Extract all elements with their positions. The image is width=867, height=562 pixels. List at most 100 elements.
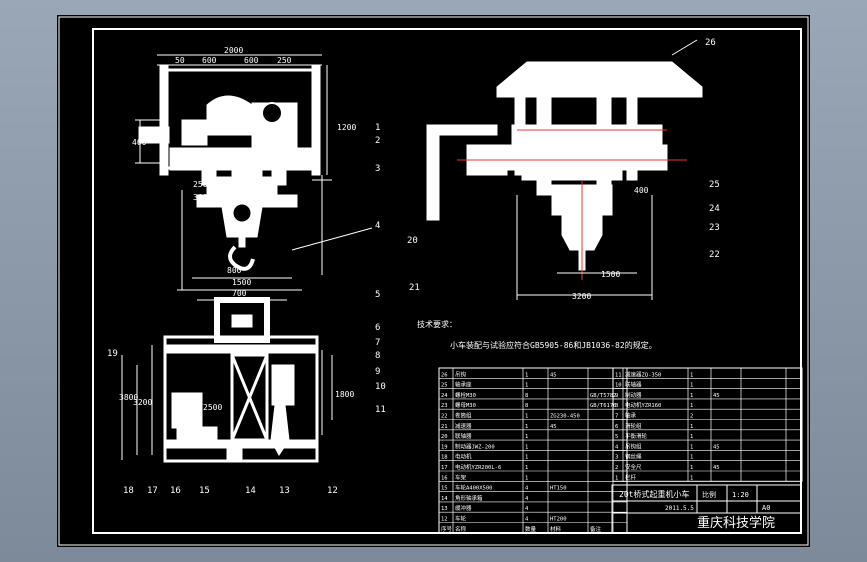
bom-left-cell: 45 xyxy=(550,372,557,378)
bom-right-cell: 滑轮组 xyxy=(625,422,642,430)
bom-left-cell: 电动机YZR200L-6 xyxy=(455,463,501,471)
bom-right-frame xyxy=(612,367,803,482)
dim-side-1800: 1800 xyxy=(335,390,354,399)
dim-right-1500: 1500 xyxy=(601,270,620,279)
cad-drawing: 1 2 3 4 5 6 7 8 9 10 11 12 13 14 15 16 1… xyxy=(58,16,809,546)
bom-left-cell: 14 xyxy=(441,496,448,502)
callout-13: 13 xyxy=(279,486,290,496)
bom-left-cell: 20 xyxy=(441,434,448,440)
bom-left-cell: GB/T5782 xyxy=(590,393,617,399)
bom-right-cell: 栏杆 xyxy=(625,473,637,481)
callout-12: 12 xyxy=(327,486,338,496)
bom-right-cell: 10 xyxy=(615,383,622,389)
callout-22: 22 xyxy=(709,250,720,260)
bom-left-cell: 制动器JWZ-200 xyxy=(455,442,495,450)
bom-left-cell: 备注 xyxy=(590,525,602,533)
bom-right-cell: 4 xyxy=(615,444,619,450)
bom-left-cell: 17 xyxy=(441,465,448,471)
bom-left-cell: 13 xyxy=(441,506,448,512)
bom-left-cell: 12 xyxy=(441,517,448,523)
dim-side-700: 700 xyxy=(232,289,247,298)
bom-right-cell: 1 xyxy=(690,372,693,378)
bom-left-cell: 1 xyxy=(525,455,528,461)
bom-right-cell: 减速器ZQ-350 xyxy=(625,370,661,378)
dim-right-500: 500 xyxy=(539,171,554,180)
callouts: 1 2 3 4 5 6 7 8 9 10 11 12 13 14 15 16 1… xyxy=(107,38,720,496)
bom-right-cell: 7 xyxy=(615,414,618,420)
bom-right-cell: 联轴器 xyxy=(625,381,642,389)
bom-right-cell: 1 xyxy=(690,444,693,450)
callout-17: 17 xyxy=(147,486,158,496)
bom-right-cell: 3 xyxy=(615,455,618,461)
bom-left-cell: 18 xyxy=(441,455,448,461)
dim-side-3200: 3200 xyxy=(133,398,152,407)
bom-right-cell: 2 xyxy=(690,414,693,420)
dim-top-600b: 600 xyxy=(244,56,259,65)
bom-left-cell: 4 xyxy=(525,506,529,512)
bom-left-cell: 轴承座 xyxy=(455,381,472,389)
bom-right-cell: 轴承 xyxy=(625,412,637,420)
bom-right-cell: 1 xyxy=(690,393,693,399)
bom-left-cell: 16 xyxy=(441,475,448,481)
bom-left-cell: 4 xyxy=(525,517,529,523)
bom-right-cell: 45 xyxy=(713,444,720,450)
bom-left-cell: 电动机 xyxy=(455,453,472,461)
bom-right-cell: 电动机YZR160 xyxy=(625,401,661,409)
bom-left-cell: 1 xyxy=(525,414,528,420)
bom-right-cell: 制动器 xyxy=(625,391,642,399)
outer-border xyxy=(58,16,809,546)
callout-4: 4 xyxy=(375,221,380,231)
bom-left-cell: GB/T6170 xyxy=(590,403,617,409)
callout-19: 19 xyxy=(107,349,118,359)
bom-left-cell: 24 xyxy=(441,393,448,399)
bom-right-cell: 1 xyxy=(690,383,693,389)
bom-right-cell: 平衡滑轮 xyxy=(625,432,648,440)
right-view xyxy=(426,39,703,300)
dim-front-800: 800 xyxy=(227,266,242,275)
school-name: 重庆科技学院 xyxy=(697,515,775,531)
dim-top-400: 400 xyxy=(132,138,147,147)
dim-top-250: 250 xyxy=(277,56,292,65)
bom-right-cell: 1 xyxy=(690,434,693,440)
bom-left-cell: 数量 xyxy=(525,525,537,533)
bom-left-cell: 材料 xyxy=(550,525,562,533)
bom-left-cell: 1 xyxy=(525,465,528,471)
scale-value: 1:20 xyxy=(732,491,749,499)
bom-right-cell: 1 xyxy=(690,403,693,409)
bom-right-cell: 6 xyxy=(615,424,618,430)
bom-right-cell: 9 xyxy=(615,393,618,399)
drawing-date: 2011.5.5 xyxy=(665,505,694,512)
bom-left-cell: 吊钩 xyxy=(455,370,467,378)
callout-2: 2 xyxy=(375,136,380,146)
bom-left-cell: 8 xyxy=(525,403,528,409)
dim-front-300: 300 xyxy=(193,193,208,202)
bom-left-cell: 1 xyxy=(525,434,528,440)
bom-left-cell: 23 xyxy=(441,403,448,409)
bom-right-cell: 1 xyxy=(690,465,693,471)
bom-left-cell: 车架 xyxy=(455,473,467,481)
bom-right-cell: 2 xyxy=(615,465,618,471)
bom-left-cell: 车轮 xyxy=(455,515,467,523)
bom-left-cell: 1 xyxy=(525,372,528,378)
callout-18: 18 xyxy=(123,486,134,496)
callout-26: 26 xyxy=(705,38,716,48)
drawing-title: 20t桥式起重机小车 xyxy=(619,489,689,499)
bom-left-cell: 减速器 xyxy=(455,422,472,430)
side-view xyxy=(121,297,333,463)
bom-left-cell: 序号 xyxy=(441,525,453,533)
bom-right-cell: 安全尺 xyxy=(625,463,642,471)
callout-6: 6 xyxy=(375,323,380,333)
callout-1: 1 xyxy=(375,123,380,133)
dimension-labels: 2000 50 600 600 250 400 1200 250 300 800… xyxy=(119,46,649,412)
bom-left-cell: 车轮A400X500 xyxy=(455,484,493,492)
bom-right-cell: 吊钩组 xyxy=(625,442,642,450)
bom-right-cell: 45 xyxy=(713,393,720,399)
bom-left-cell: 名称 xyxy=(455,525,467,533)
bom-left-cell: 缓冲器 xyxy=(455,504,472,512)
bom-left-cell: 26 xyxy=(441,372,448,378)
bom-right-cell: 1 xyxy=(690,455,693,461)
callout-21: 21 xyxy=(409,283,420,293)
callout-15: 15 xyxy=(199,486,210,496)
bom-left-cell: 螺母M30 xyxy=(455,401,476,409)
